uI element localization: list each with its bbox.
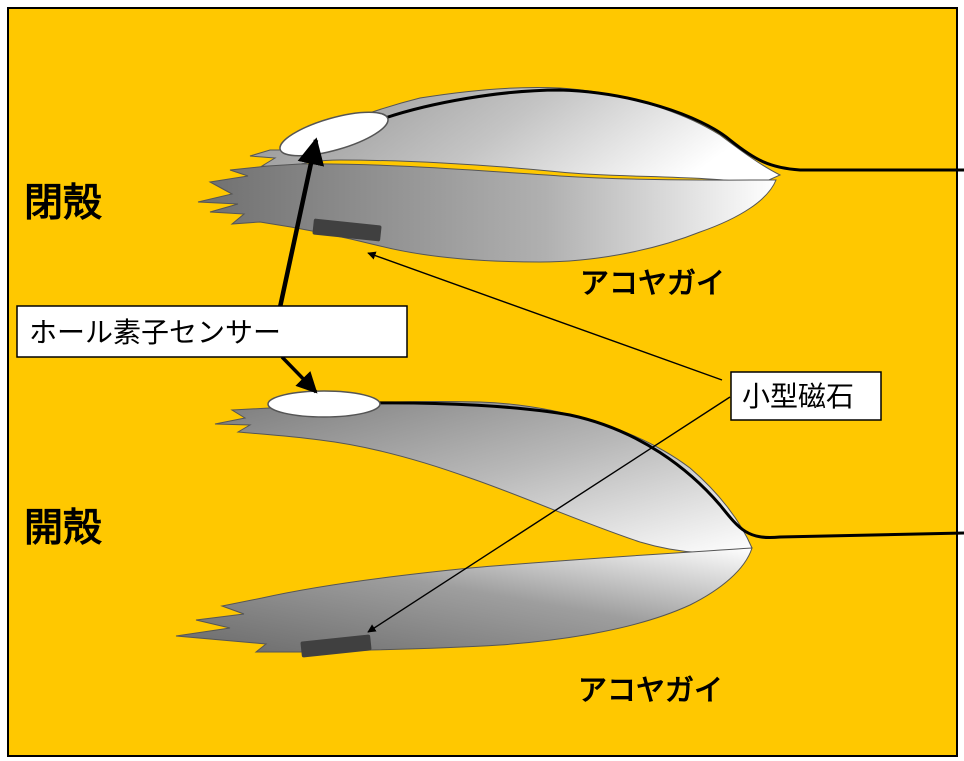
state-label-open: 開殻 — [24, 506, 103, 551]
species-label-open: アコヤガイ — [578, 673, 723, 707]
magnet-pointer-closed — [367, 251, 723, 381]
closed-hinge-line — [384, 88, 964, 172]
sensor-pointer-open — [280, 355, 318, 394]
magnet-open — [300, 634, 372, 658]
species-label-closed: アコヤガイ — [580, 266, 725, 300]
sensor-callout-label: ホール素子センサー — [29, 316, 281, 349]
closed-upper-shell — [249, 86, 782, 185]
magnet-closed — [312, 218, 382, 242]
magnet-pointer-open — [367, 396, 731, 633]
sensor-callout: ホール素子センサー — [16, 305, 408, 358]
open-lower-shell — [175, 547, 753, 653]
open-hinge-line — [369, 401, 964, 540]
magnet-callout-box — [730, 371, 882, 421]
sensor-callout-box — [16, 305, 408, 358]
magnet-callout-label: 小型磁石 — [742, 380, 854, 413]
closed-lower-shell — [197, 163, 777, 263]
open-oyster: アコヤガイ — [175, 390, 964, 707]
state-label-closed: 閉殻 — [24, 181, 103, 226]
hall-sensor-open — [267, 390, 381, 418]
magnet-callout: 小型磁石 — [730, 371, 882, 421]
sensor-pointer-closed — [276, 137, 325, 313]
